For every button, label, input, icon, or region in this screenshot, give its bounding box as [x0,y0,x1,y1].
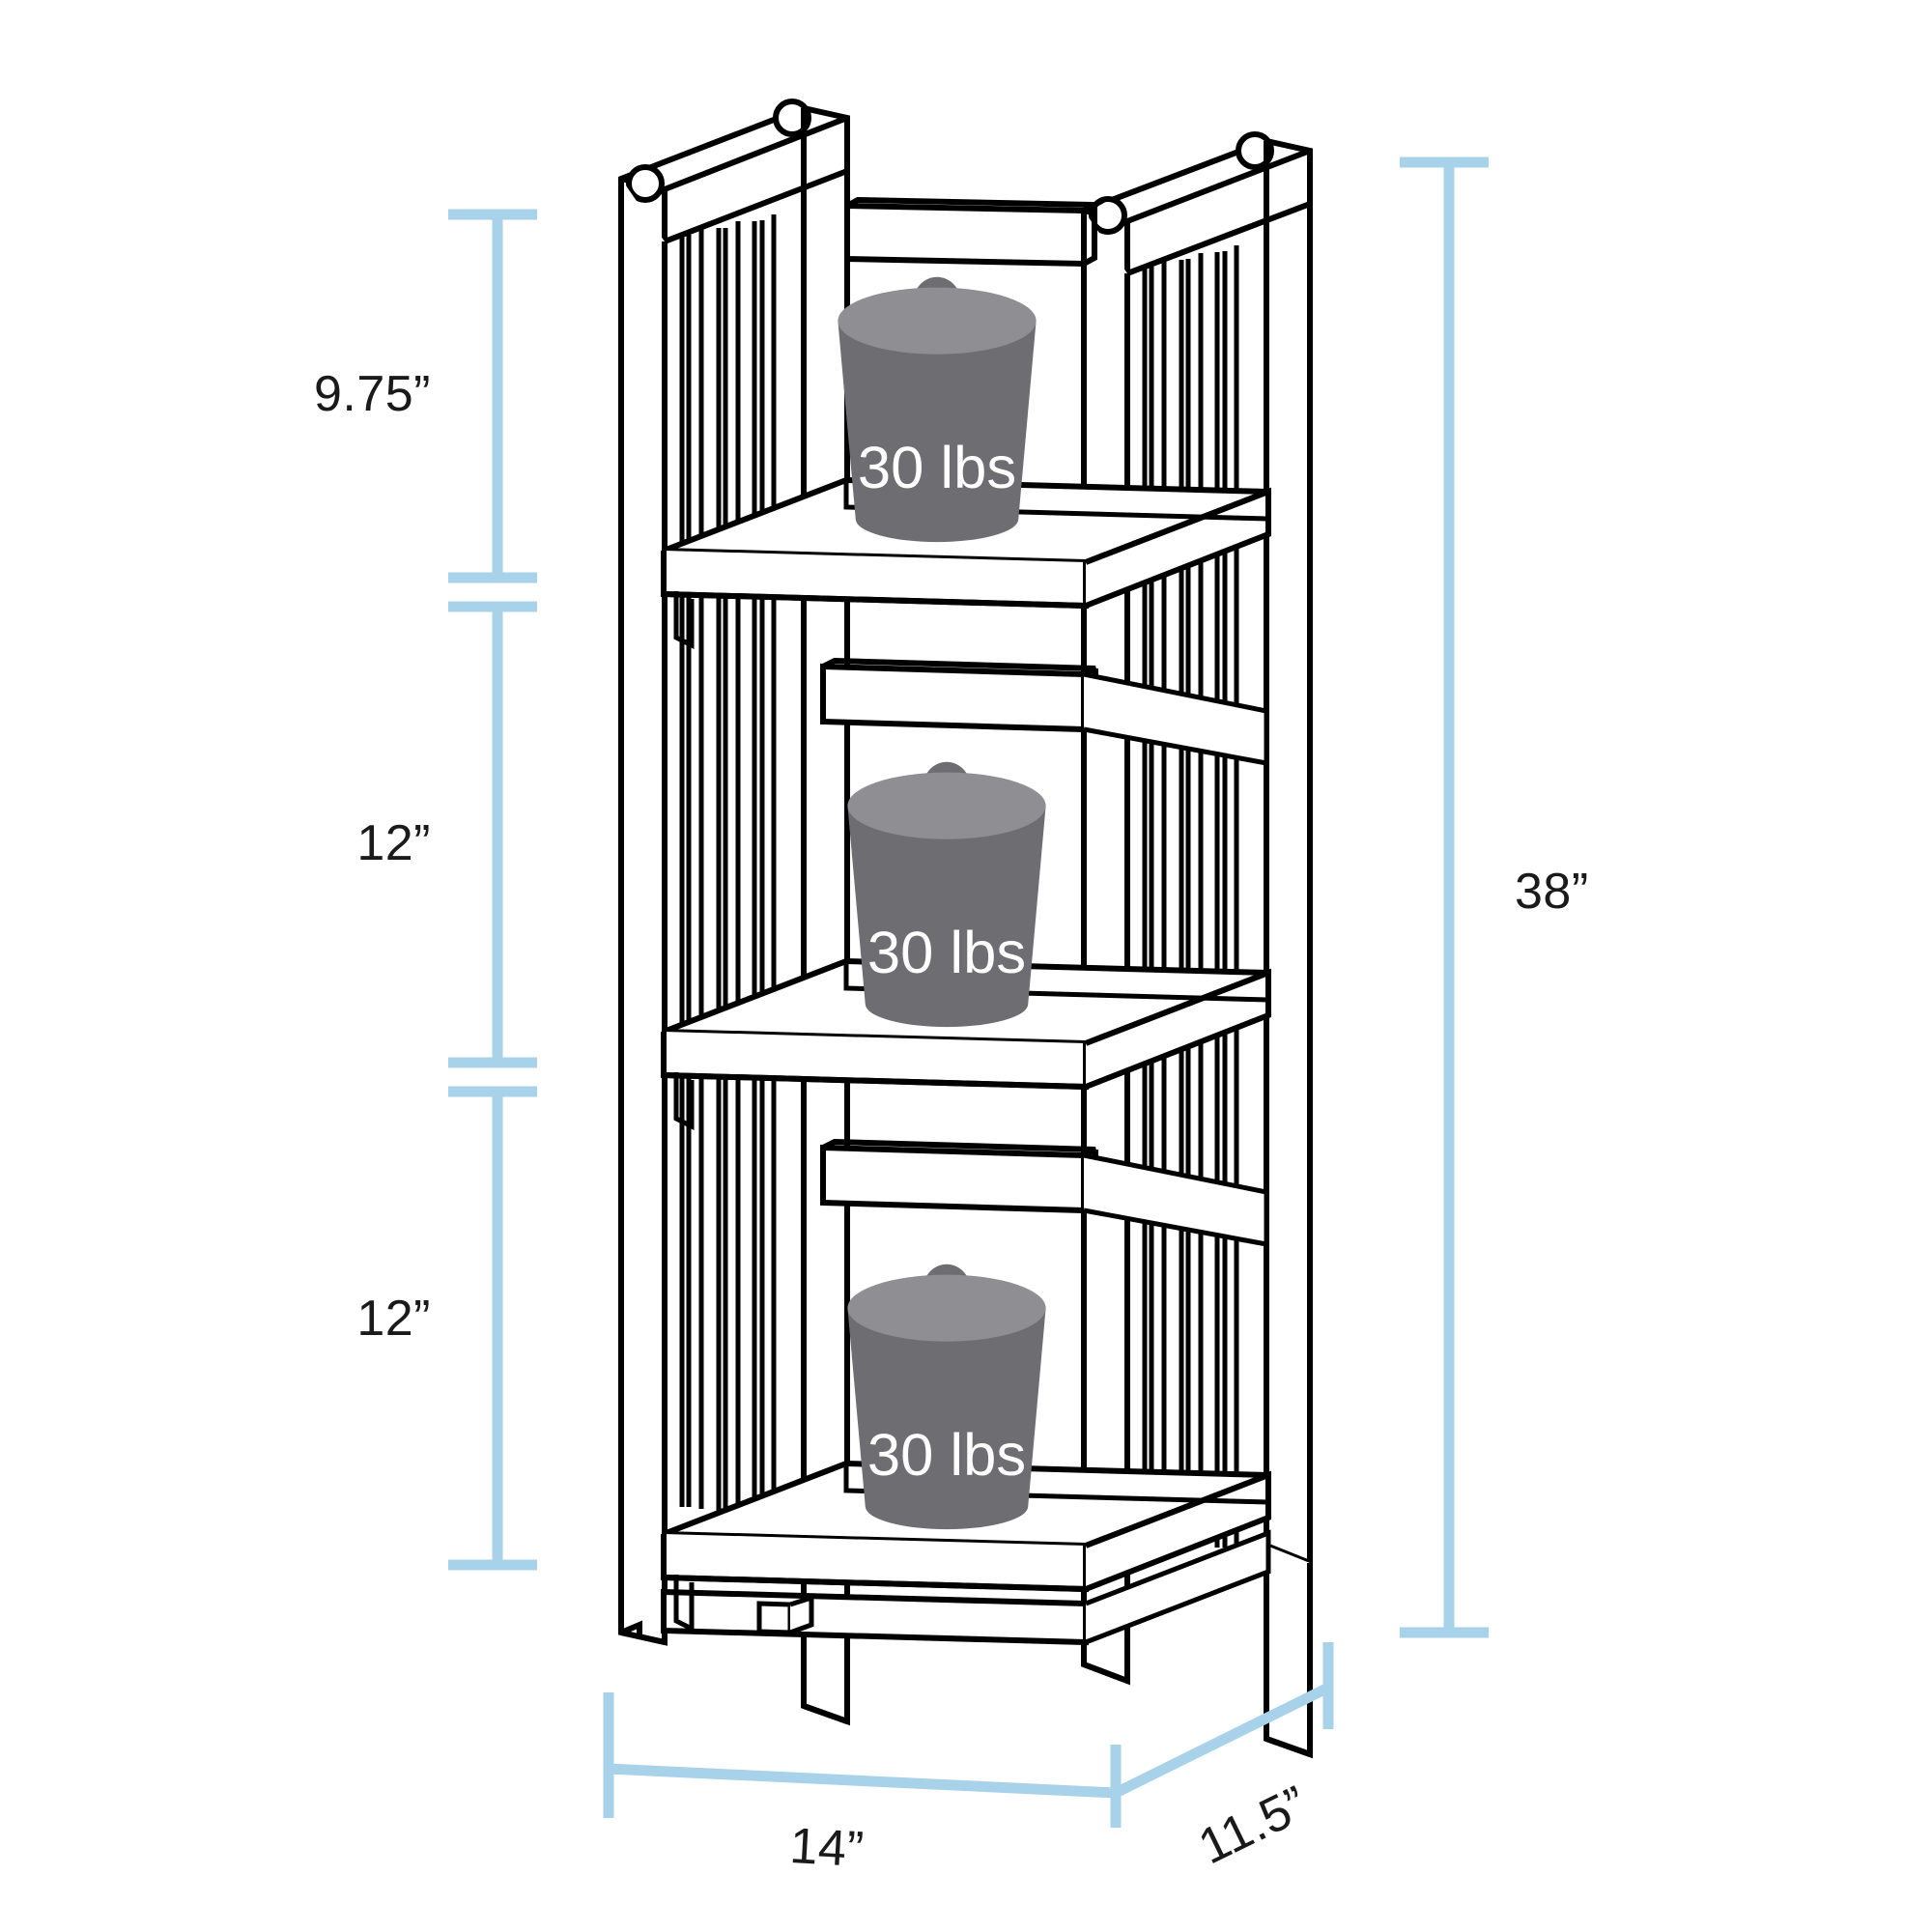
left-rear-knob-icon [773,99,811,137]
dimension-top-shelf-clearance [448,209,537,583]
left-rear-post [618,179,668,1646]
dimension-label-middle-shelf-clearance: 12” [356,815,431,871]
overall-height-dimension [1400,156,1489,1638]
right-panel-slats [1142,245,1239,1549]
shelf-top-capacity-label: 30 lbs [858,435,1016,501]
shelf-top-capacity-weight: 30 lbs [838,276,1037,543]
dimension-label-overall-height: 38” [1515,864,1589,920]
shelf-bottom [661,1460,1271,1646]
shelf-bottom-capacity-weight: 30 lbs [847,1264,1046,1530]
overall-width-dimension [603,1692,1117,1818]
dimension-middle-shelf-clearance [448,601,537,1068]
shelf-middle-capacity-label: 30 lbs [867,920,1026,986]
right-rear-knob-icon [1236,131,1274,170]
mid-lower-back-rail [820,1138,1269,1248]
shelf-bottom-capacity-label: 30 lbs [867,1422,1026,1489]
left-front-knob-icon [626,164,665,203]
shelf-middle-capacity-weight: 30 lbs [847,761,1046,1028]
mid-upper-back-rail [820,657,1269,767]
left-panel-slats [679,214,777,1517]
dimension-label-bottom-shelf-clearance: 12” [356,1291,431,1347]
footprint-dimensions [603,1642,1334,1828]
dimension-bottom-shelf-clearance [448,1086,537,1571]
dimension-label-overall-width: 14” [788,1818,866,1878]
overall-depth-dimension [1113,1642,1334,1798]
dimension-label-top-shelf-clearance: 9.75” [314,366,431,422]
top-back-rail [844,196,1106,268]
left-dimension-stack [448,209,537,1571]
right-front-post [1081,211,1130,1686]
